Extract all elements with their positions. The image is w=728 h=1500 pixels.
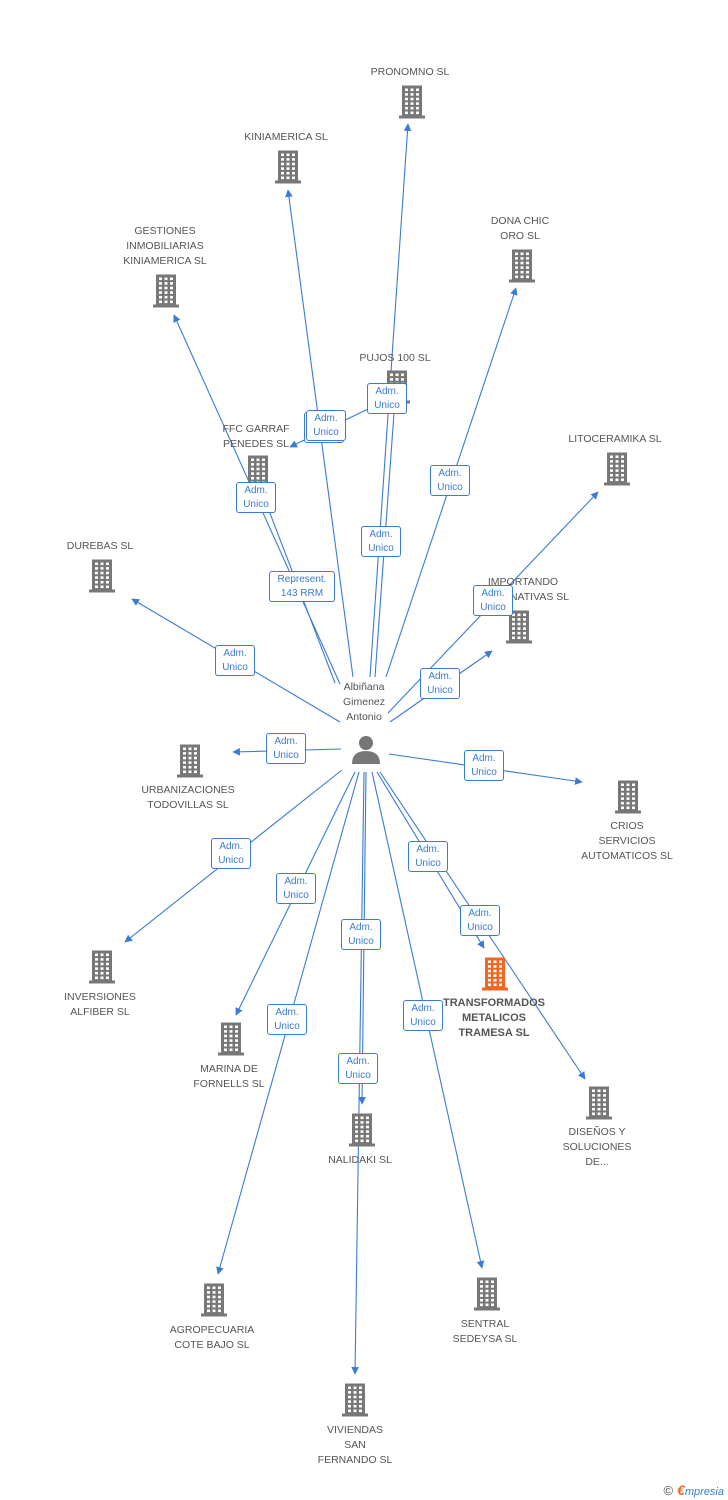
building-icon[interactable] [201, 1283, 227, 1317]
copyright-symbol: © [663, 1483, 674, 1498]
building-icon[interactable] [89, 559, 115, 593]
center-person-label: Albiñana Gimenez Antonio [342, 681, 385, 723]
edge-role-badge[interactable]: Adm. Unico [266, 733, 306, 764]
brand-logo-text: mpresia [684, 1486, 724, 1498]
node-label-nalidaki: NALIDAKI SL [328, 1154, 392, 1166]
building-icon[interactable] [349, 1113, 375, 1147]
node-label-kiniamerica: KINIAMERICA SL [244, 131, 328, 143]
building-icon[interactable] [153, 274, 179, 308]
node-label-marina: MARINA DE FORNELLS SL [193, 1063, 265, 1090]
node-label-sentral: SENTRAL SEDEYSA SL [452, 1318, 518, 1345]
building-icon[interactable] [604, 452, 630, 486]
edge-role-badge[interactable]: Adm. Unico [473, 585, 513, 616]
edge-role-badge[interactable]: Adm. Unico [460, 905, 500, 936]
edge-role-badge[interactable]: Adm. Unico [211, 838, 251, 869]
edge-role-badge[interactable]: Adm. Unico [236, 482, 276, 513]
edge-role-badge[interactable]: Adm. Unico [276, 873, 316, 904]
building-icon[interactable] [177, 744, 203, 778]
node-label-agropecuaria: AGROPECUARIA COTE BAJO SL [169, 1324, 255, 1351]
building-icon[interactable] [586, 1086, 612, 1120]
edge-role-badge[interactable]: Adm. Unico [215, 645, 255, 676]
building-icon[interactable] [482, 957, 508, 991]
edge-role-badge[interactable]: Adm. Unico [420, 668, 460, 699]
edge-role-badge[interactable]: Adm. Unico [341, 919, 381, 950]
brand-logo-initial: € [677, 1482, 685, 1498]
edge-role-badge[interactable]: Adm. Unico [464, 750, 504, 781]
node-label-ffc: FFC GARRAF PENEDES SL [222, 423, 290, 450]
node-label-pujos: PUJOS 100 SL [359, 352, 431, 364]
building-icon[interactable] [509, 249, 535, 283]
building-icon[interactable] [474, 1277, 500, 1311]
node-label-inversiones: INVERSIONES ALFIBER SL [64, 991, 136, 1018]
person-icon[interactable] [352, 736, 380, 764]
node-label-pronomno: PRONOMNO SL [370, 66, 450, 78]
edge-role-badge[interactable]: Adm. Unico [361, 526, 401, 557]
edge-role-badge[interactable]: Adm. Unico [267, 1004, 307, 1035]
node-label-viviendas: VIVIENDAS SAN FERNANDO SL [317, 1424, 393, 1466]
node-label-transformados: TRANSFORMADOS METALICOS TRAMESA SL [442, 997, 546, 1039]
edge-role-badge[interactable]: Adm. Unico [338, 1053, 378, 1084]
node-label-urbanizaciones: URBANIZACIONES TODOVILLAS SL [141, 784, 235, 811]
node-label-gestiones: GESTIONES INMOBILIARIAS KINIAMERICA SL [123, 225, 207, 267]
node-label-durebas: DUREBAS SL [66, 540, 134, 552]
node-label-dona: DONA CHIC ORO SL [490, 215, 550, 242]
edge-role-badge[interactable]: Adm. Unico [403, 1000, 443, 1031]
edge-role-badge[interactable]: Adm. Unico [367, 383, 407, 414]
node-label-crios: CRIOS SERVICIOS AUTOMATICOS SL [581, 820, 673, 862]
building-icon[interactable] [615, 780, 641, 814]
building-icon[interactable] [89, 950, 115, 984]
edge-role-badge[interactable]: Adm. Unico [430, 465, 470, 496]
brand-footer: ©€mpresia [663, 1482, 724, 1498]
building-icon[interactable] [275, 150, 301, 184]
edge-role-badge[interactable]: Represent. 143 RRM [269, 571, 335, 602]
building-icon[interactable] [342, 1383, 368, 1417]
edge-role-badge[interactable]: Adm. Unico [408, 841, 448, 872]
node-label-litoceramika: LITOCERAMIKA SL [568, 433, 662, 445]
edge-role-badge[interactable]: Adm. Unico [306, 410, 346, 441]
building-icon[interactable] [218, 1022, 244, 1056]
building-icon[interactable] [399, 85, 425, 119]
building-icon[interactable] [506, 610, 532, 644]
node-label-disenos: DISEÑOS Y SOLUCIONES DE... [562, 1126, 632, 1168]
